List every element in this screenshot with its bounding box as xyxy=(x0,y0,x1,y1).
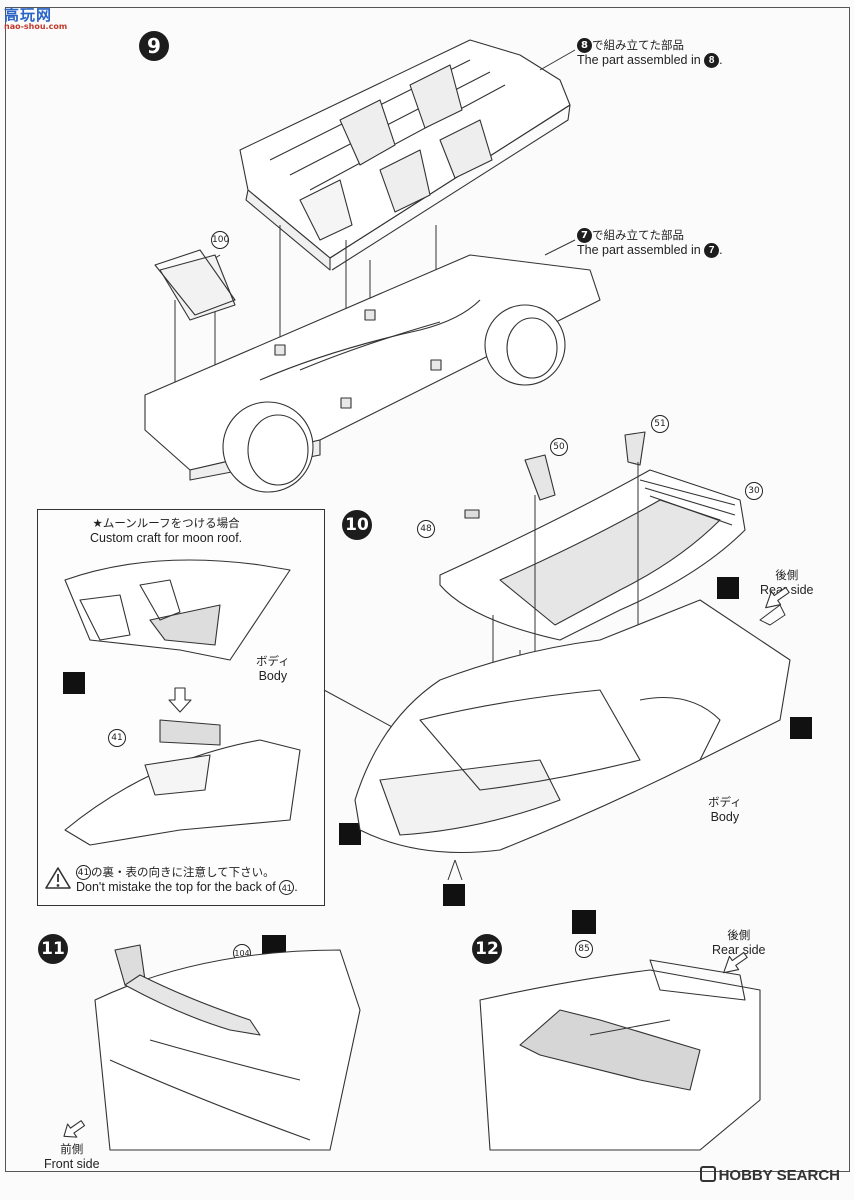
step-9-badge: 9 xyxy=(139,31,169,61)
inset-body-label: ボディ Body xyxy=(256,654,290,684)
part-48-label: 48 xyxy=(417,520,435,538)
page-frame xyxy=(5,7,850,1172)
direction-arrow-icon xyxy=(63,1120,86,1138)
chassis-drawing xyxy=(144,249,601,493)
inset-roof-bottom-drawing xyxy=(64,719,301,846)
inset-title-en: Custom craft for moon roof. xyxy=(90,531,243,545)
step10-body-label: ボディ Body xyxy=(708,795,742,825)
ref-8-icon-en: 8 xyxy=(704,53,720,69)
ref-7-icon: 7 xyxy=(577,228,592,243)
site-url: nao-shou.com xyxy=(4,22,68,31)
inset-roof-top-drawing xyxy=(64,559,291,661)
cement-icon xyxy=(717,577,739,599)
inset-body-jp: ボディ xyxy=(256,654,290,668)
roof-glass-drawing xyxy=(439,431,746,641)
callout-8-jp: で組み立てた部品 xyxy=(592,38,684,52)
inset-warning-jp: の裏・表の向きに注意して下さい。 xyxy=(91,865,275,879)
inset-arrow-down-icon xyxy=(168,687,192,713)
part-50-label: 50 xyxy=(550,438,568,456)
car-body-drawing xyxy=(354,599,791,854)
direction-arrow-icon xyxy=(723,586,790,974)
callout-8-en: The part assembled in xyxy=(577,53,701,67)
step10-body-jp: ボディ xyxy=(708,795,742,809)
step12-rear-label: 後側 Rear side xyxy=(712,928,766,958)
ref-8-icon: 8 xyxy=(577,38,592,53)
part-41-label: 41 xyxy=(108,729,126,747)
hobby-search-watermark: HOBBY SEARCH xyxy=(699,1166,840,1184)
ref-41-icon: 41 xyxy=(76,865,91,880)
ref-7-icon-en: 7 xyxy=(704,243,720,259)
step-11-badge: 11 xyxy=(38,934,68,964)
step11-car-front-drawing xyxy=(94,944,361,1151)
part-100-label: 100 xyxy=(211,231,229,249)
hobby-search-text: HOBBY SEARCH xyxy=(718,1167,840,1184)
step12-car-rear-drawing xyxy=(479,959,761,1151)
warning-icon xyxy=(45,867,71,889)
ref-41-icon-en: 41 xyxy=(279,880,295,896)
step11-front-jp: 前側 xyxy=(60,1142,84,1156)
site-logo-text: 高玩网 xyxy=(4,6,53,24)
step12-rear-en: Rear side xyxy=(712,943,766,957)
inset-body-en: Body xyxy=(258,669,288,683)
hobby-search-icon xyxy=(699,1166,716,1182)
callout-7-en: The part assembled in xyxy=(577,243,701,257)
inset-warning-en: Don't mistake the top for the back of xyxy=(76,880,276,894)
callout-7-jp: で組み立てた部品 xyxy=(592,228,684,242)
part-30-label: 30 xyxy=(745,482,763,500)
step-12-badge: 12 xyxy=(472,934,502,964)
cement-icon xyxy=(790,717,812,739)
inset-title: ★ムーンルーフをつける場合 Custom craft for moon roof… xyxy=(90,516,242,546)
part-85-label: 85 xyxy=(575,940,593,958)
cement-icon xyxy=(63,672,85,694)
part-51-label: 51 xyxy=(651,415,669,433)
cement-icon xyxy=(339,823,361,845)
interior-tub-drawing xyxy=(239,39,571,271)
step11-front-en: Front side xyxy=(44,1157,100,1171)
step12-rear-jp: 後側 xyxy=(727,928,751,942)
step10-rear-jp: 後側 xyxy=(775,568,799,582)
step10-body-en: Body xyxy=(710,810,740,824)
site-logo: 高玩网 nao-shou.com xyxy=(4,4,67,31)
inset-title-jp: ★ムーンルーフをつける場合 xyxy=(92,516,240,530)
step-10-badge: 10 xyxy=(342,510,372,540)
cement-icon xyxy=(572,910,596,934)
step11-front-label: 前側 Front side xyxy=(44,1142,100,1172)
cement-icon xyxy=(443,884,465,906)
